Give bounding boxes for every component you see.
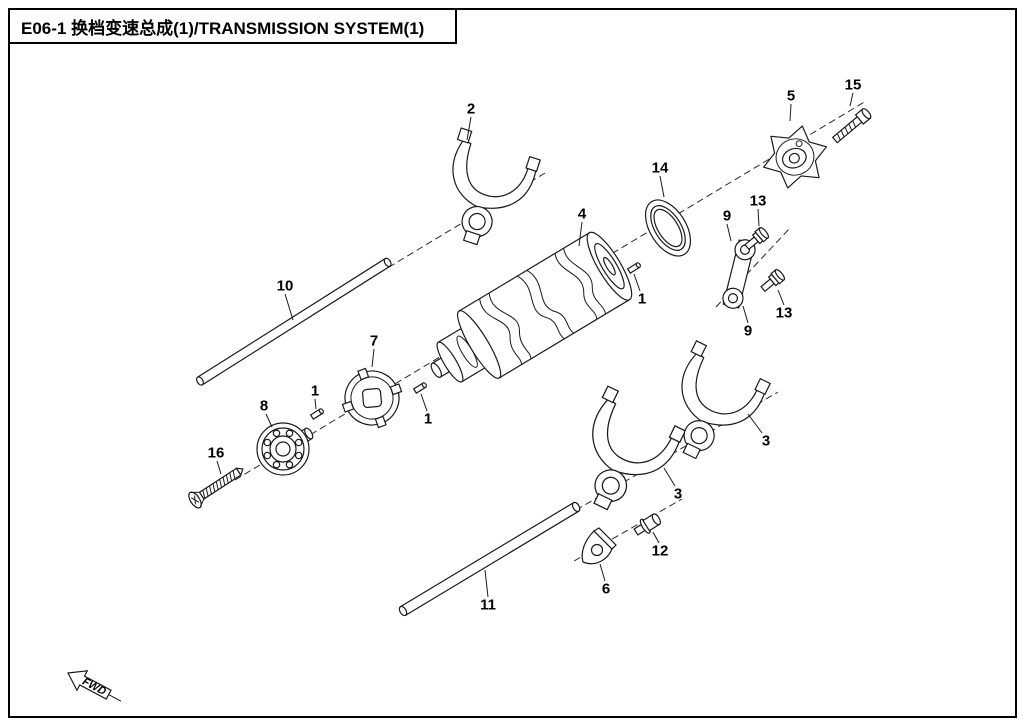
part-label-1-12: 1 [310,382,320,400]
part-label-13-4: 13 [749,192,767,210]
part-label-12-18: 12 [651,542,669,560]
part-label-3-15: 3 [761,432,771,450]
part-label-6-19: 6 [601,580,611,598]
part-label-8-13: 8 [259,397,269,415]
page-title: E06-1 换档变速总成(1)/TRANSMISSION SYSTEM(1) [21,18,425,38]
part-label-15-1: 15 [844,76,862,94]
bearing-8 [256,422,314,476]
part-label-13-9: 13 [775,304,793,322]
part-label-1-14: 1 [423,410,433,428]
star-cam-5 [763,125,827,189]
part-label-5-2: 5 [786,87,796,105]
part-label-11-20: 11 [480,596,496,614]
part-label-3-17: 3 [673,485,683,503]
bolt-15 [831,108,872,144]
part-label-1-8: 1 [637,290,647,308]
part-label-9-10: 9 [743,322,753,340]
shift-fork-shaft-upper [196,257,392,386]
ring-14 [644,199,692,257]
part-label-4-6: 4 [577,205,587,223]
page-border [8,8,1017,718]
leader-lines [216,92,854,598]
part-label-2-0: 2 [466,100,476,118]
part-label-16-16: 16 [207,444,225,462]
bolt-12 [633,513,662,536]
part-label-9-5: 9 [722,207,732,225]
guide-plate-6 [581,527,617,565]
screw-16 [188,467,244,509]
shift-fork-shaft-lower [398,501,581,617]
collar-7 [341,367,403,429]
shift-drum-4 [430,231,633,383]
part-label-7-11: 7 [369,332,379,350]
part-label-10-7: 10 [276,277,294,295]
part-label-14-3: 14 [651,159,669,177]
title-block: E06-1 换档变速总成(1)/TRANSMISSION SYSTEM(1) [8,8,457,44]
